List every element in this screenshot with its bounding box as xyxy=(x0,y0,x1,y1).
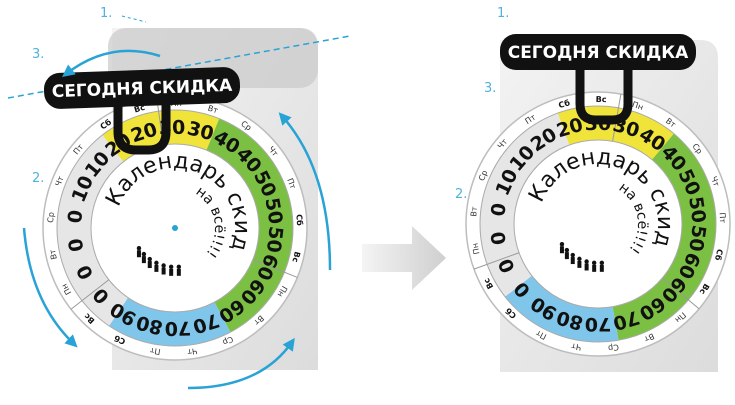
right-day-label: Пн xyxy=(631,100,645,112)
left-ring-value: 50 xyxy=(260,196,286,226)
right-ring-segment xyxy=(480,113,570,297)
left-wheel-pivot xyxy=(172,225,178,231)
right-day-label: Ср xyxy=(608,342,620,352)
left-tag: СЕГОДНЯ СКИДКА xyxy=(43,67,241,155)
left-day-label: Вс xyxy=(290,251,301,264)
right-ring-value: 50 xyxy=(684,195,710,224)
left-ring-value: 0 xyxy=(64,209,87,225)
left-ring-value: 50 xyxy=(262,225,287,254)
transition-arrow xyxy=(362,226,446,290)
right-step-1: 1. xyxy=(497,6,509,21)
left-day-label: Вс xyxy=(133,103,146,115)
left-day-label: Вт xyxy=(207,104,220,116)
right-ring-value: 50 xyxy=(684,224,710,253)
left-day-label: Чт xyxy=(53,175,65,188)
right-ring-value: 0 xyxy=(487,230,511,246)
rotation-arrow-right-upper xyxy=(278,112,332,271)
left-ring-value: 0 xyxy=(64,237,88,254)
left-ring-segment xyxy=(56,135,129,326)
left-day-label: Вт xyxy=(48,248,59,260)
right-day-label: Сб xyxy=(557,97,571,110)
right-day-label: Пт xyxy=(534,328,548,341)
right-tag-text: СЕГОДНЯ СКИДКА xyxy=(508,43,689,63)
rotation-arrow-left xyxy=(22,227,78,348)
left-ring-segment xyxy=(206,118,293,333)
left-day-label: Сб xyxy=(112,333,127,347)
left-day-label: Пт xyxy=(149,346,161,357)
right-ring-value: 70 xyxy=(585,313,611,335)
left-day-label: Сб xyxy=(294,214,305,226)
left-day-label: Ср xyxy=(46,212,56,223)
left-step-3: 3. xyxy=(32,47,44,62)
guide-line-top xyxy=(7,35,351,99)
right-day-label: Сб xyxy=(713,248,726,262)
right-day-label: Вт xyxy=(642,331,655,344)
right-step-2: 2. xyxy=(455,187,467,202)
right-tag: СЕГОДНЯ СКИДКА xyxy=(500,34,696,125)
right-day-label: Вт xyxy=(469,206,479,217)
left-day-label: Ср xyxy=(221,334,234,347)
right-day-label: Ср xyxy=(477,169,489,182)
left-day-label: Пт xyxy=(285,177,297,190)
left-step-1: 1. xyxy=(100,6,112,21)
right-day-label: Пт xyxy=(718,212,728,223)
left-step-2: 2. xyxy=(32,171,44,186)
left-ring-value: 70 xyxy=(164,317,191,340)
rotation-arrow-right-lower xyxy=(187,337,295,390)
right-ring-value: 0 xyxy=(487,202,511,218)
rotation-arrow-top xyxy=(62,49,161,78)
right-step-3: 3. xyxy=(484,81,496,96)
right-day-label: Чт xyxy=(709,175,721,188)
right-day-label: Чт xyxy=(570,341,582,352)
left-day-label: Чт xyxy=(186,346,198,356)
right-day-label: Вс xyxy=(596,95,607,104)
left-ring-segment xyxy=(109,297,231,347)
right-ring-segment xyxy=(505,275,619,342)
right-day-label: Пн xyxy=(470,242,481,255)
right-ring-segment xyxy=(612,133,716,341)
